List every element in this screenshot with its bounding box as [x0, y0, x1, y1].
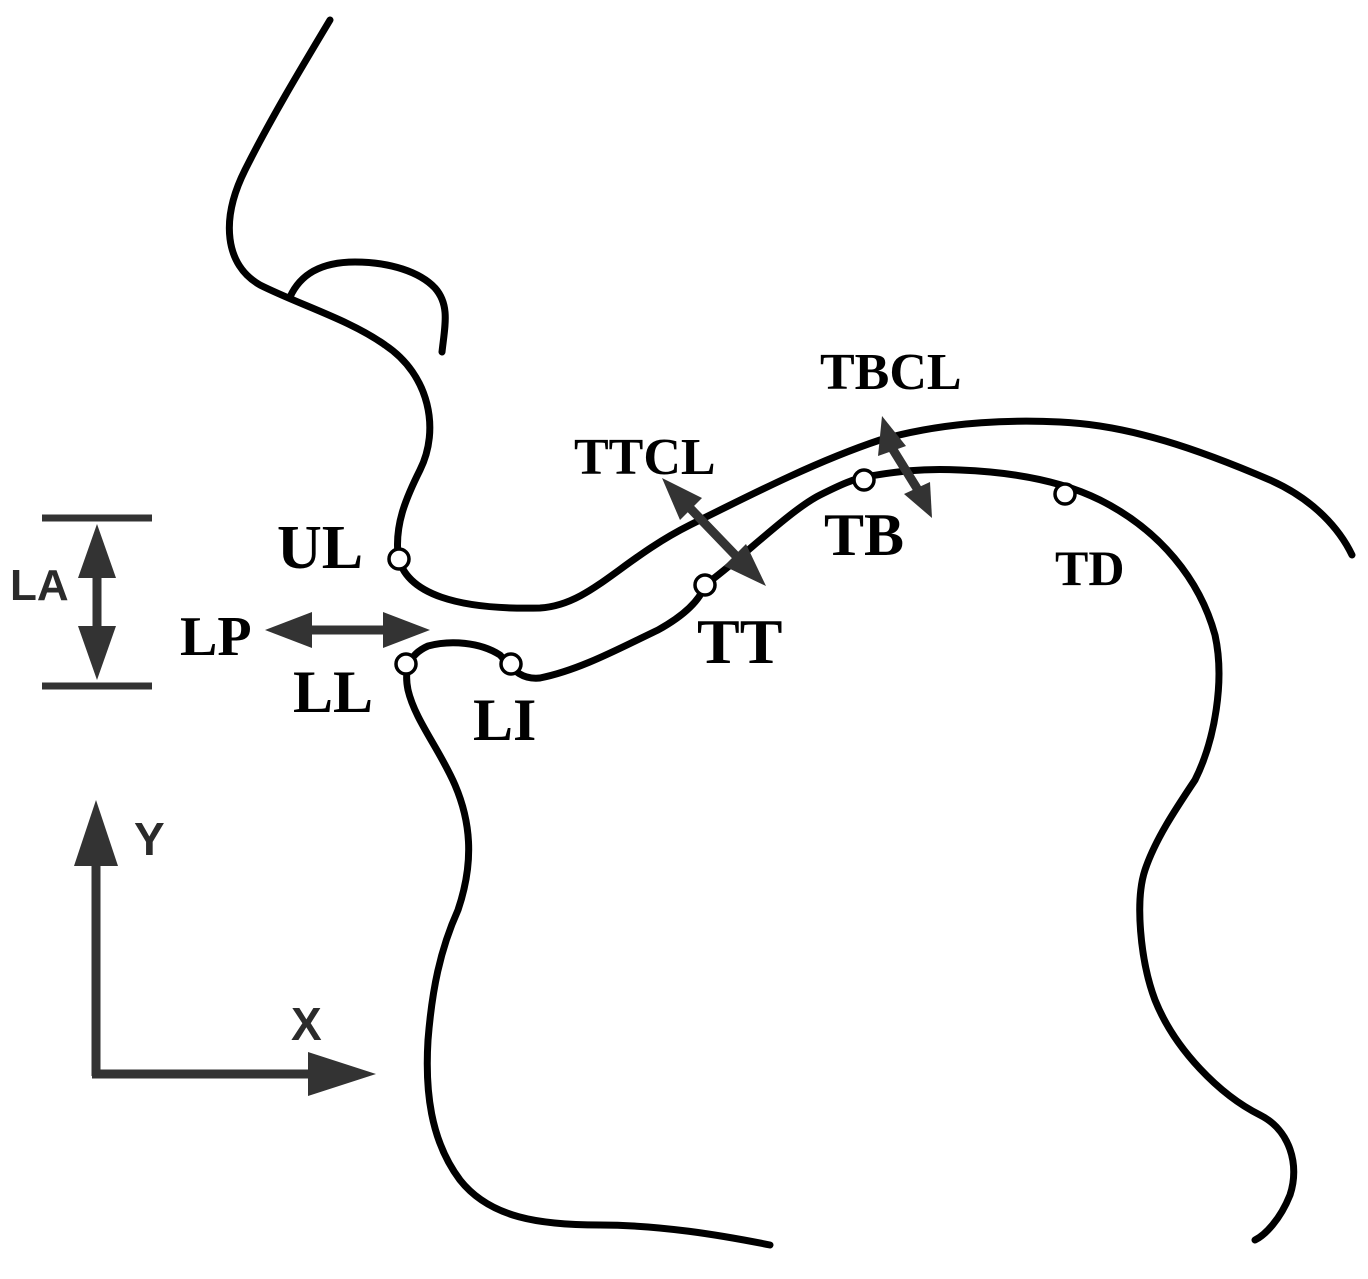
- ttcl-label: TTCL: [574, 429, 716, 486]
- y-axis-arrow-icon: [74, 800, 118, 866]
- li-marker: [499, 652, 523, 676]
- ll-marker: [394, 652, 418, 676]
- tt-label: TT: [697, 606, 782, 677]
- tbcl-arrow-shaft: [888, 445, 922, 493]
- lp-arrow-right-head: [383, 612, 430, 648]
- td-marker: [1053, 482, 1077, 506]
- tt-marker: [693, 573, 717, 597]
- y-axis-label: Y: [134, 813, 165, 865]
- ttcl-arrow-bottom-head: [724, 544, 766, 586]
- tbcl-arrow-top-head: [878, 416, 906, 456]
- ul-label: UL: [277, 514, 363, 582]
- la-arrow-up-head: [78, 524, 116, 578]
- td-label: TD: [1055, 540, 1124, 596]
- tb-marker: [852, 468, 876, 492]
- lp-arrow-left-head: [265, 612, 312, 648]
- tb-label: TB: [824, 502, 904, 568]
- la-label: LA: [10, 561, 69, 610]
- ttcl-arrow-shaft: [684, 502, 742, 562]
- tbcl-arrow-bottom-head: [904, 482, 932, 518]
- x-axis-label: X: [291, 998, 322, 1050]
- ttcl-arrow-top-head: [662, 478, 702, 520]
- face-upper-lip-contour: [225, 16, 1356, 612]
- x-axis-arrow-icon: [308, 1052, 376, 1096]
- la-arrow-down-head: [78, 626, 116, 680]
- tbcl-label: TBCL: [820, 344, 962, 401]
- ul-marker: [387, 547, 411, 571]
- lp-label: LP: [180, 606, 252, 668]
- nose-ala-contour: [286, 258, 449, 356]
- li-label: LI: [473, 687, 536, 753]
- ll-label: LL: [293, 659, 373, 725]
- tongue-lower-lip-chin-contour: [403, 465, 1298, 1249]
